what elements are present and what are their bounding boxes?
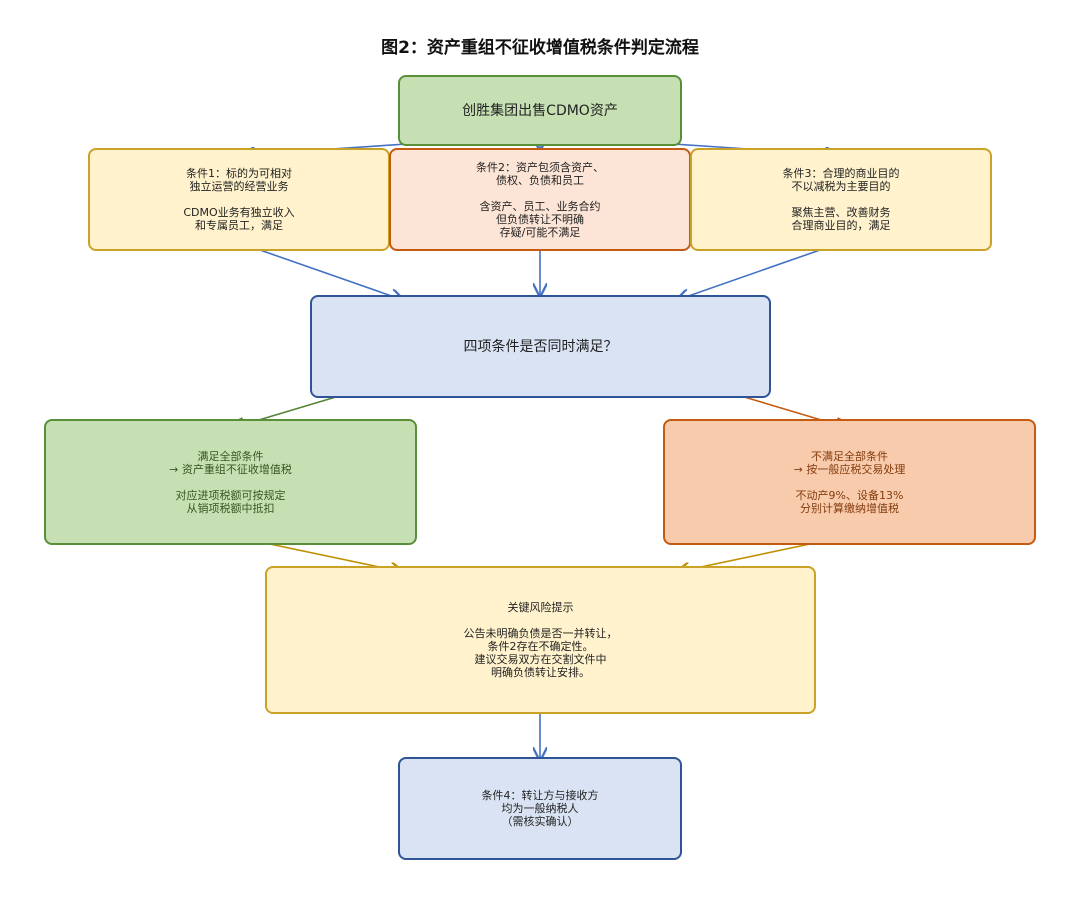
condition2-node: 条件2：资产包须含资产、 债权、负债和员工 含资产、员工、业务合约 但负债转让不…	[389, 148, 691, 251]
outcome-yes-line3: 对应进项税额可按规定	[175, 488, 286, 502]
condition4-node: 条件4：转让方与接收方 均为一般纳税人 （需核实确认）	[398, 757, 682, 860]
condition1-line3: CDMO业务有独立收入	[183, 206, 295, 219]
outcome-no-line4: 分别计算缴纳增值税	[800, 501, 899, 515]
risk-note-line2: 公告未明确负债是否一并转让，	[463, 627, 618, 640]
condition1-line2: 独立运营的经营业务	[189, 180, 289, 193]
condition2-line3: 含资产、员工、业务合约	[479, 199, 601, 213]
outcome-no-node: 不满足全部条件 → 按一般应税交易处理 不动产9%、设备13% 分别计算缴纳增值…	[663, 419, 1036, 545]
outcome-yes-node: 满足全部条件 → 资产重组不征收增值税 对应进项税额可按规定 从销项税额中抵扣	[44, 419, 417, 545]
condition2-line2: 债权、负债和员工	[496, 173, 584, 187]
risk-note-node: 关键风险提示 公告未明确负债是否一并转让， 条件2存在不确定性。 建议交易双方在…	[265, 566, 816, 714]
condition2-line1: 条件2：资产包须含资产、	[476, 160, 604, 174]
risk-note-line5: 明确负债转让安排。	[491, 666, 590, 679]
condition1-line1: 条件1：标的为可相对	[186, 167, 292, 180]
condition4-line2: 均为一般纳税人	[501, 802, 579, 815]
condition3-line1: 条件3：合理的商业目的	[782, 167, 900, 180]
condition3-line4: 合理商业目的，满足	[791, 219, 891, 232]
condition3-line2: 不以减税为主要目的	[791, 180, 891, 193]
risk-note-line4: 建议交易双方在交割文件中	[474, 653, 607, 666]
condition3-node: 条件3：合理的商业目的 不以减税为主要目的 聚焦主营、改善财务 合理商业目的，满…	[690, 148, 992, 251]
outcome-no-line3: 不动产9%、设备13%	[795, 488, 904, 502]
decision-label: 四项条件是否同时满足？	[463, 338, 618, 355]
condition1-node: 条件1：标的为可相对 独立运营的经营业务 CDMO业务有独立收入 和专属员工，满…	[88, 148, 390, 251]
risk-note-line3: 条件2存在不确定性。	[487, 640, 594, 653]
condition2-line5: 存疑/可能不满足	[499, 225, 581, 239]
outcome-no-line1: 不满足全部条件	[811, 449, 888, 463]
arrow-cond1-to-decision	[239, 242, 403, 300]
condition3-line3: 聚焦主营、改善财务	[791, 206, 891, 219]
arrow-cond3-to-decision	[677, 242, 841, 300]
outcome-yes-line1: 满足全部条件	[197, 449, 264, 463]
risk-note-heading: 关键风险提示	[507, 601, 574, 614]
start-node: 创胜集团出售CDMO资产	[398, 75, 682, 146]
outcome-yes-line2: → 资产重组不征收增值税	[169, 462, 292, 476]
condition2-line4: 但负债转让不明确	[496, 212, 584, 226]
condition1-line4: 和专属员工，满足	[195, 219, 283, 232]
condition4-line1: 条件4：转让方与接收方	[481, 789, 599, 802]
outcome-no-line2: → 按一般应税交易处理	[793, 462, 906, 476]
condition4-line3: （需核实确认）	[501, 815, 579, 828]
diagram-title: 图2：资产重组不征收增值税条件判定流程	[381, 38, 699, 58]
start-label: 创胜集团出售CDMO资产	[462, 102, 618, 119]
decision-node: 四项条件是否同时满足？	[310, 295, 771, 398]
outcome-yes-line4: 从销项税额中抵扣	[186, 501, 275, 515]
